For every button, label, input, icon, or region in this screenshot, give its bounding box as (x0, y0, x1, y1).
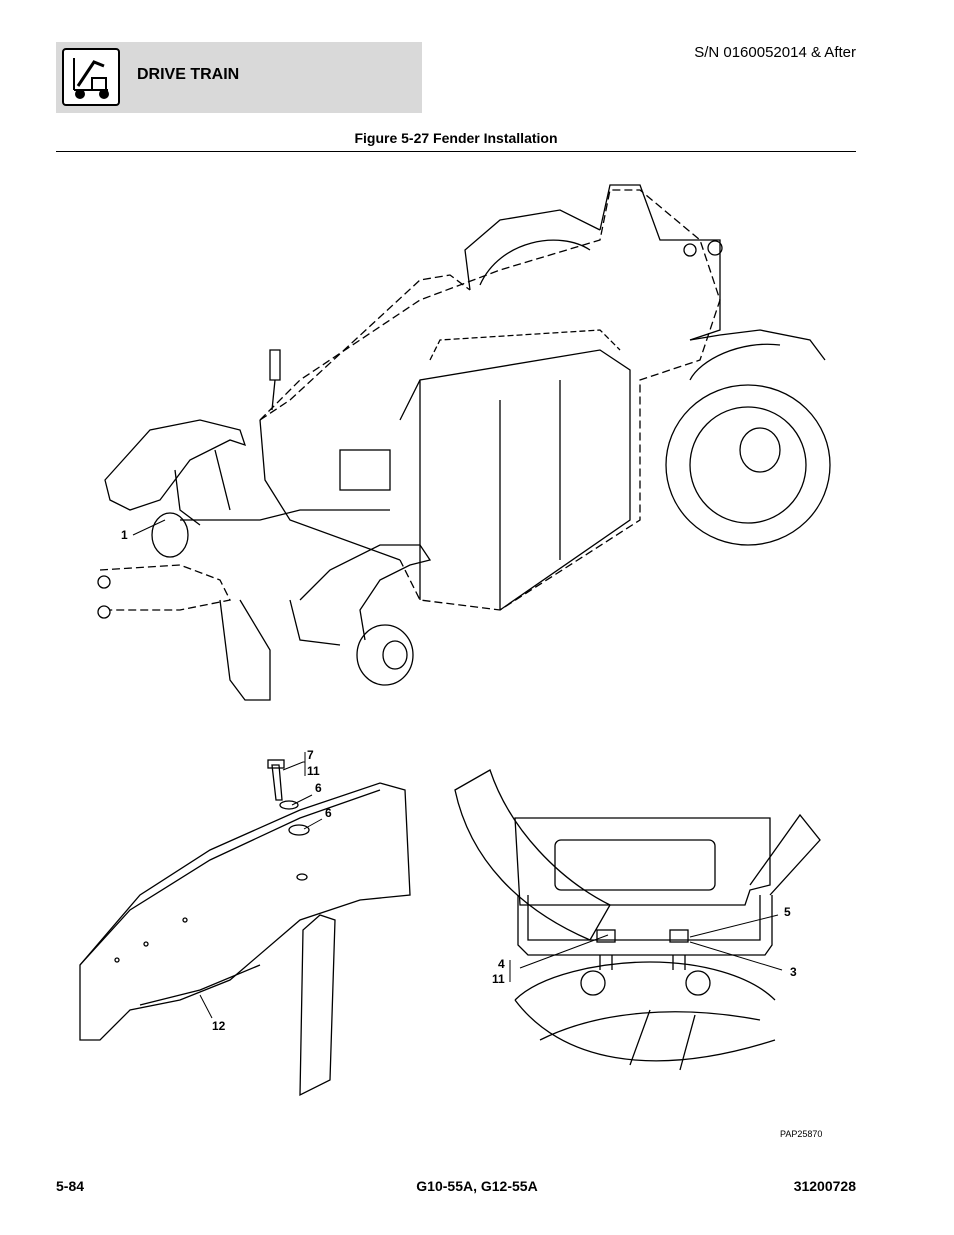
page-number: 5-84 (56, 1178, 85, 1194)
callout-4: 4 (498, 957, 505, 971)
callout-5: 5 (784, 905, 791, 919)
figure-title: Figure 5-27 Fender Installation (354, 130, 558, 146)
section-title: DRIVE TRAIN (137, 66, 240, 83)
callout-11-bottom: 11 (492, 972, 505, 986)
forklift-icon (62, 48, 120, 106)
callout-3: 3 (790, 965, 797, 979)
section-header: DRIVE TRAIN (56, 42, 422, 113)
drawing-number: PAP25870 (780, 1129, 823, 1139)
callout-11-top: 11 (307, 764, 320, 778)
callout-6-lower: 6 (325, 806, 332, 820)
callout-12: 12 (212, 1019, 226, 1033)
callout-1: 1 (121, 528, 128, 542)
model-numbers: G10-55A, G12-55A (416, 1178, 538, 1194)
serial-range: S/N 0160052014 & After (694, 44, 856, 61)
header-rule (56, 151, 856, 152)
document-number: 31200728 (793, 1178, 856, 1194)
callout-6-upper: 6 (315, 781, 322, 795)
callout-7: 7 (307, 748, 314, 762)
